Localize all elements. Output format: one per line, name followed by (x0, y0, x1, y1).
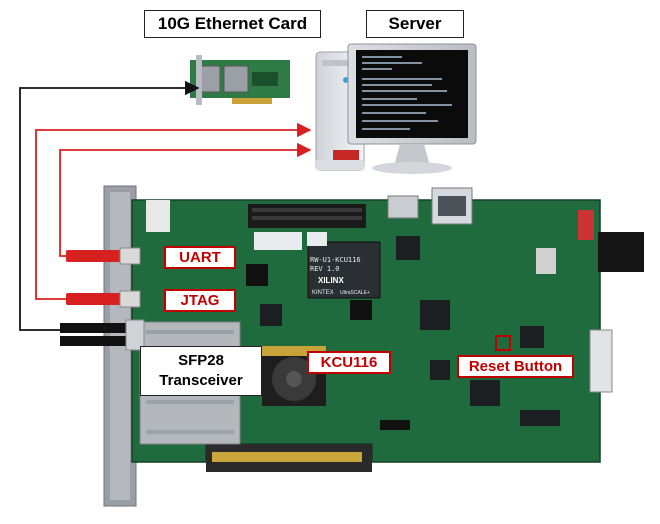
kcu116-label: KCU116 (307, 351, 391, 374)
server-label: Server (366, 10, 464, 38)
sfp-line1: SFP28 (178, 352, 224, 369)
reset-button-highlight (495, 335, 511, 351)
board-family-sub-text: UltraSCALE+ (340, 290, 370, 296)
jtag-cable (35, 122, 312, 300)
ethernet-card-label: 10G Ethernet Card (144, 10, 321, 38)
uart-connector (66, 247, 141, 265)
jtag-connector (66, 290, 141, 308)
board-rev-text: REV 1.0 (310, 265, 340, 273)
server-monitor-image (347, 43, 477, 174)
sfp28-transceiver-label: SFP28 Transceiver (140, 346, 262, 396)
sfp-line2: Transceiver (159, 372, 243, 389)
board-model-text: RW-U1-KCU116 (310, 256, 361, 264)
jtag-label: JTAG (164, 289, 236, 312)
board-vendor-text: XILINX (318, 276, 344, 285)
sfp-cable-connector (60, 319, 145, 351)
reset-button-label: Reset Button (457, 355, 574, 378)
kcu116-board-image: RW-U1-KCU116 REV 1.0 XILINX KINTEX Ultra… (131, 187, 644, 472)
board-family-text: KINTEX (312, 290, 334, 296)
uart-label: UART (164, 246, 236, 269)
ethernet-card-image (190, 55, 290, 105)
uart-cable (59, 142, 312, 257)
